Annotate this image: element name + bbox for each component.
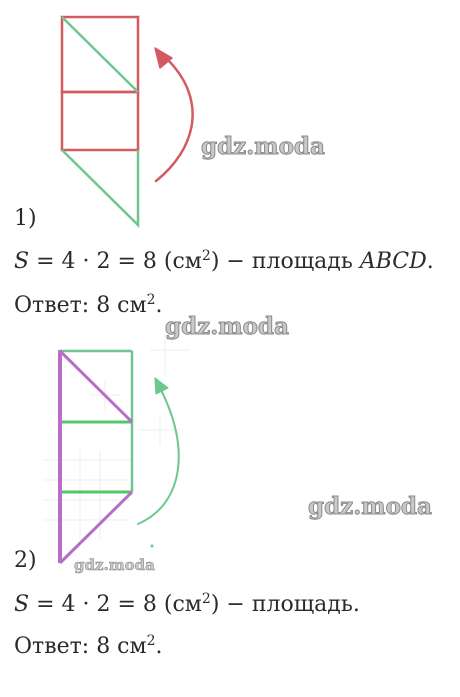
figure-1-middle-square bbox=[60, 90, 140, 152]
figure-1-arrow-head bbox=[154, 47, 173, 69]
watermark: gdz.moda bbox=[201, 133, 326, 161]
watermark: gdz.moda bbox=[74, 556, 155, 575]
figure-2-bottom-diagonal bbox=[58, 490, 134, 565]
area-expression: 4 · 2 = 8 (см bbox=[61, 592, 202, 617]
figure-2 bbox=[58, 349, 180, 565]
figure-1 bbox=[60, 15, 194, 228]
part-2-label: 2) bbox=[14, 548, 37, 573]
equals-sign: = bbox=[36, 592, 55, 617]
equation-rest: ) − площадь. bbox=[210, 592, 360, 617]
area-symbol: S bbox=[14, 592, 30, 617]
period: . bbox=[155, 293, 163, 318]
period: . bbox=[426, 249, 434, 274]
answer-exponent: 2 bbox=[146, 633, 156, 649]
equation-rest: ) − площадь bbox=[210, 249, 353, 274]
figure-2-arrow bbox=[137, 387, 180, 525]
watermark: gdz.moda bbox=[308, 493, 433, 521]
figure-1-arrow bbox=[154, 55, 194, 183]
figure-1-triangle bbox=[61, 149, 140, 228]
part-1-equation: S = 4 · 2 = 8 (см2) − площадь ABCD. bbox=[14, 249, 434, 273]
shape-name: ABCD bbox=[359, 249, 427, 274]
area-expression: 4 · 2 = 8 (см bbox=[61, 249, 202, 274]
area-symbol: S bbox=[14, 249, 30, 274]
unit-exponent: 2 bbox=[201, 248, 211, 264]
part-1-label: 1) bbox=[14, 206, 37, 231]
figure-2-diagonal bbox=[58, 349, 134, 424]
part-2-equation: S = 4 · 2 = 8 (см2) − площадь. bbox=[14, 592, 360, 616]
answer-exponent: 2 bbox=[146, 292, 156, 308]
figure-1-diagonal bbox=[61, 16, 139, 93]
figure-2-arrow-head bbox=[154, 377, 169, 395]
period: . bbox=[155, 634, 163, 659]
part-1-answer: Ответ: 8 см2. bbox=[14, 293, 163, 317]
watermark: gdz.moda bbox=[165, 313, 290, 341]
figure-2-dot bbox=[150, 544, 154, 548]
equals-sign: = bbox=[36, 249, 55, 274]
background-grid bbox=[44, 335, 190, 540]
unit-exponent: 2 bbox=[201, 591, 211, 607]
part-2-answer: Ответ: 8 см2. bbox=[14, 634, 163, 658]
answer-text: Ответ: 8 см bbox=[14, 634, 147, 659]
answer-text: Ответ: 8 см bbox=[14, 293, 147, 318]
